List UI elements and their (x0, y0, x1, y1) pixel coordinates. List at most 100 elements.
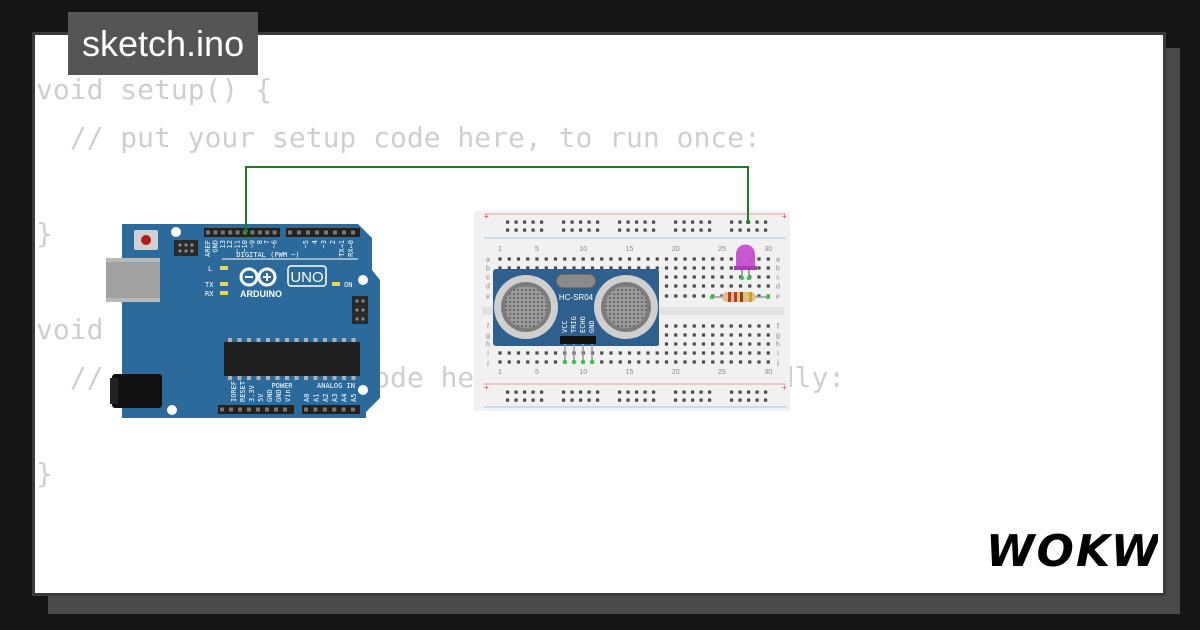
led[interactable] (734, 244, 757, 281)
analog-pin-label: A0 (303, 394, 311, 402)
breadboard-hole (748, 360, 752, 364)
breadboard-hole (711, 275, 715, 279)
column-number: 25 (718, 369, 726, 376)
breadboard-hole (498, 351, 502, 355)
chip-pin (237, 338, 242, 342)
breadboard-hole (747, 390, 751, 394)
breadboard-hole (708, 398, 712, 402)
breadboard-hole (506, 390, 510, 394)
breadboard-hole (738, 333, 743, 337)
breadboard-hole (701, 257, 706, 261)
breadboard-hole (526, 266, 530, 270)
breadboard-hole (720, 324, 724, 328)
breadboard-hole (711, 333, 715, 337)
chip-pin (332, 338, 337, 342)
breadboard-hole (526, 360, 530, 364)
breadboard-hole (506, 220, 510, 224)
chip-pin (275, 338, 280, 342)
breadboard-hole (674, 284, 678, 288)
breadboard-hole (748, 333, 752, 337)
breadboard-hole (729, 284, 733, 288)
breadboard-hole (498, 266, 502, 270)
breadboard-hole (720, 294, 724, 298)
breadboard-hole (635, 220, 639, 224)
header-pin (256, 407, 260, 412)
breadboard-hole (692, 294, 696, 298)
breadboard-hole (738, 228, 742, 232)
chip-pin (237, 376, 242, 380)
column-number: 15 (626, 246, 634, 253)
breadboard-hole (618, 398, 622, 402)
digital-pin-label: 13 (219, 240, 227, 248)
column-number: 5 (535, 246, 539, 253)
breadboard-hole (544, 257, 548, 261)
digital-pin-label: ~10 (241, 240, 249, 253)
breadboard-hole (701, 294, 706, 298)
breadboard-hole (627, 351, 632, 355)
breadboard-hole (757, 275, 761, 279)
breadboard-hole (708, 228, 712, 232)
mount-hole (358, 385, 368, 395)
chip-pin (342, 376, 346, 380)
analog-pin-label: A2 (322, 394, 330, 402)
breadboard-hole (766, 360, 770, 364)
breadboard-hole (570, 220, 574, 224)
power-pin-label: IOREF (230, 381, 238, 402)
breadboard-hole (523, 390, 527, 394)
digital-pin-label: GND (211, 240, 219, 253)
row-letter: f (487, 324, 489, 331)
breadboard-hole (562, 220, 566, 224)
wokwi-logo: WOKWi (986, 526, 1158, 576)
breadboard-hole (618, 351, 622, 355)
breadboard-hole (600, 351, 604, 355)
led-label-rx: RX (205, 290, 214, 298)
breadboard-hole (720, 275, 724, 279)
breadboard-hole (553, 351, 558, 355)
breadboard-hole (682, 228, 686, 232)
breadboard-hole (692, 284, 696, 288)
breadboard-hole (664, 360, 669, 364)
breadboard-hole (579, 390, 583, 394)
breadboard-hole (627, 266, 632, 270)
breadboard-hole (664, 333, 669, 337)
breadboard-hole (766, 266, 770, 270)
header-pin (228, 230, 233, 235)
digital-pin-label: ~6 (271, 240, 279, 248)
sensor-pin-label: ECHO (579, 316, 587, 333)
chip-pin (275, 376, 280, 380)
breadboard-hole (526, 257, 530, 261)
breadboard-hole (507, 266, 511, 270)
breadboard-hole (738, 360, 743, 364)
breadboard-hole (729, 257, 733, 261)
breadboard-hole (674, 220, 678, 224)
breadboard-hole (570, 398, 574, 402)
transducer-right (594, 275, 658, 339)
breadboard-hole (738, 351, 743, 355)
svg-text:+: + (782, 383, 787, 392)
column-number: 20 (672, 246, 680, 253)
row-letter: j (486, 360, 489, 367)
chip-pin (351, 338, 356, 342)
breadboard-hole (637, 257, 641, 261)
chip-pin (285, 338, 289, 342)
jumper-wire[interactable] (245, 166, 749, 230)
digital-pin-label: ~5 (302, 240, 310, 248)
breadboard-hole (535, 257, 539, 261)
digital-header-label: DIGITAL (PWM ~) (236, 251, 299, 259)
breadboard-hole (572, 257, 576, 261)
row-letter: g (486, 333, 490, 340)
digital-pin-label: ~11 (234, 240, 242, 253)
breadboard-hole (720, 360, 724, 364)
breadboard-hole (572, 266, 576, 270)
power-analog-header[interactable] (218, 405, 360, 414)
row-letter: g (776, 333, 780, 340)
chip-pin (313, 338, 318, 342)
resistor[interactable] (709, 292, 771, 302)
led-l (220, 266, 228, 270)
transducer-left (494, 275, 558, 339)
breadboard-hole (720, 257, 724, 261)
breadboard-hole (581, 266, 585, 270)
file-tab[interactable]: sketch.ino (68, 12, 259, 75)
